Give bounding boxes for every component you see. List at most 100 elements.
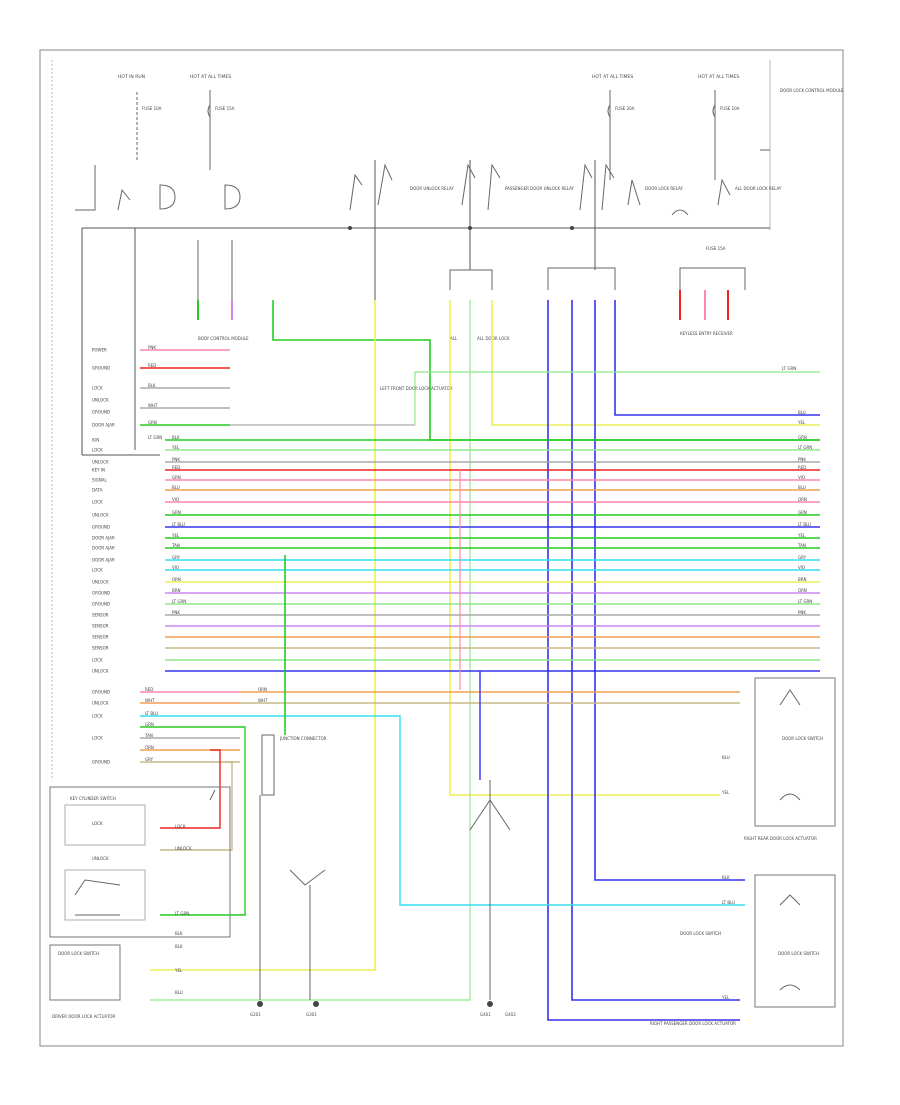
right-end-code-16: ORN	[798, 588, 807, 593]
ground-label-3: G401	[480, 1012, 491, 1017]
pin-label-7: LOCK	[92, 448, 103, 453]
switch-lock-label: LOCK	[175, 824, 186, 829]
pin-label-30: LOCK	[92, 714, 103, 719]
bcm-code-3: WHT	[148, 403, 158, 408]
top-note: DOOR LOCK CONTROL MODULE	[780, 88, 844, 93]
right-end-code-14: VIO	[798, 565, 805, 570]
bcm-code-4: GRN	[148, 420, 157, 425]
pin-label-17: DOOR AJAR	[92, 558, 115, 563]
bcm-code-1: RED	[148, 363, 156, 368]
relay-label-2: PASSENGER DOOR UNLOCK RELAY	[505, 186, 574, 191]
fuse-label-5: FUSE 15A	[706, 246, 726, 251]
right-box-2-title: DOOR LOCK SWITCH	[778, 951, 819, 956]
left-box-door-lock-switch	[49, 944, 121, 1001]
grounds	[257, 1001, 493, 1007]
left-bottom-caption: DRIVER DOOR LOCK ACTUATOR	[52, 1014, 116, 1019]
module-label-2: KEYLESS ENTRY RECEIVER	[680, 331, 733, 336]
right-end-code-1: YEL	[797, 420, 806, 425]
switch-unlock-label: UNLOCK	[175, 846, 192, 851]
pin-label-24: SENSOR	[92, 635, 109, 640]
pin-label-13: UNLOCK	[92, 513, 109, 518]
module-label-1: BODY CONTROL MODULE	[198, 336, 249, 341]
ground-label-4: G402	[505, 1012, 516, 1017]
bus-code-5: BLU	[172, 485, 180, 490]
switch-wire-2: BLK	[175, 931, 183, 936]
pin-label-6: IGN	[92, 438, 99, 443]
right-end-code-6: VIO	[798, 475, 805, 480]
top-power-sources	[136, 90, 716, 180]
fuse-label-4: FUSE 10A	[720, 106, 740, 111]
bus-code-13: ORN	[172, 577, 181, 582]
colored-wires	[140, 290, 820, 1021]
bus-code-14: BRN	[172, 588, 181, 593]
lower-code-5: ORN	[145, 745, 154, 750]
right-lower-code-2: BLK	[722, 875, 730, 880]
right-box-contacts	[779, 689, 801, 991]
pin-label-28: GROUND	[92, 690, 110, 695]
bus-code-7: GRN	[172, 510, 181, 515]
pin-label-3: UNLOCK	[92, 398, 109, 403]
mid-note-1: ALL DOOR LOCK	[477, 336, 510, 341]
left-box-lock: LOCK	[92, 821, 103, 826]
bus-code-2: PNK	[172, 457, 180, 462]
source-label-3: HOT AT ALL TIMES	[592, 74, 633, 80]
junction-caption: JUNCTION CONNECTOR	[279, 736, 327, 741]
pin-label-1: GROUND	[92, 366, 110, 371]
right-lower-code-0: BLU	[722, 755, 730, 760]
right-end-code-17: LT GRN	[798, 599, 812, 604]
right-box-door-lock-switch	[754, 874, 836, 1008]
wire-blue-route	[547, 300, 740, 1021]
left-box-2-title: DOOR LOCK SWITCH	[58, 951, 99, 956]
pin-label-29: UNLOCK	[92, 701, 109, 706]
right-end-code-13: GRY	[798, 555, 807, 560]
fuse-label-1: FUSE 10A	[142, 106, 162, 111]
pin-label-32: GROUND	[92, 760, 110, 765]
pin-label-25: SENSOR	[92, 646, 109, 651]
bus-code-9: YEL	[171, 533, 180, 538]
bus-code-16: PNK	[172, 610, 180, 615]
pin-label-5: DOOR AJAR	[92, 423, 115, 428]
connector-fans	[197, 240, 746, 300]
pin-label-12: LOCK	[92, 500, 103, 505]
right-lower-code-3: LT BLU	[722, 900, 735, 905]
mid-note-2: LEFT FRONT DOOR LOCK ACTUATOR	[380, 386, 453, 391]
bcm-code-0: PNK	[148, 345, 156, 350]
right-end-code-9: GRN	[798, 510, 807, 515]
connector-label: ALL	[450, 336, 458, 341]
bus-code-1: YEL	[171, 445, 180, 450]
right-bottom-caption: RIGHT PASSENGER DOOR LOCK ACTUATOR	[650, 1021, 736, 1026]
pin-label-4: GROUND	[92, 410, 110, 415]
pin-label-14: GROUND	[92, 525, 110, 530]
pin-label-26: LOCK	[92, 658, 103, 663]
pin-label-20: GROUND	[92, 591, 110, 596]
bus-code-11: GRY	[172, 555, 181, 560]
left-box-inner-2	[64, 869, 146, 921]
lower-code-2: LT BLU	[145, 711, 158, 716]
wire-lightgreen-top	[414, 371, 820, 425]
right-end-code-2: GRN	[798, 435, 807, 440]
pin-label-2: LOCK	[92, 386, 103, 391]
top-bus	[81, 160, 770, 456]
wire-green-switch	[160, 726, 246, 916]
relay-label-1: DOOR UNLOCK RELAY	[410, 186, 454, 191]
wire-tan-switch	[160, 761, 233, 851]
lower-code-b-1: WHT	[258, 698, 268, 703]
bottom-wire-3: BLU	[175, 990, 183, 995]
splice-3	[570, 226, 574, 230]
left-box-key-switch	[49, 786, 231, 938]
pin-label-9: KEY IN	[92, 468, 105, 473]
right-end-code-12: TAN	[797, 543, 806, 548]
right-end-code-0: BLU	[798, 410, 806, 415]
bus-code-0: BLK	[172, 435, 180, 440]
lower-code-3: GRN	[145, 722, 154, 727]
bcm-code-2: BLK	[148, 383, 156, 388]
bottom-wire-2: YEL	[174, 968, 183, 973]
ground-label-2: G301	[306, 1012, 317, 1017]
wire-green-route	[272, 300, 820, 441]
relay-label-3: DOOR LOCK RELAY	[645, 186, 683, 191]
pin-label-19: UNLOCK	[92, 580, 109, 585]
left-switch-contacts	[74, 789, 216, 916]
